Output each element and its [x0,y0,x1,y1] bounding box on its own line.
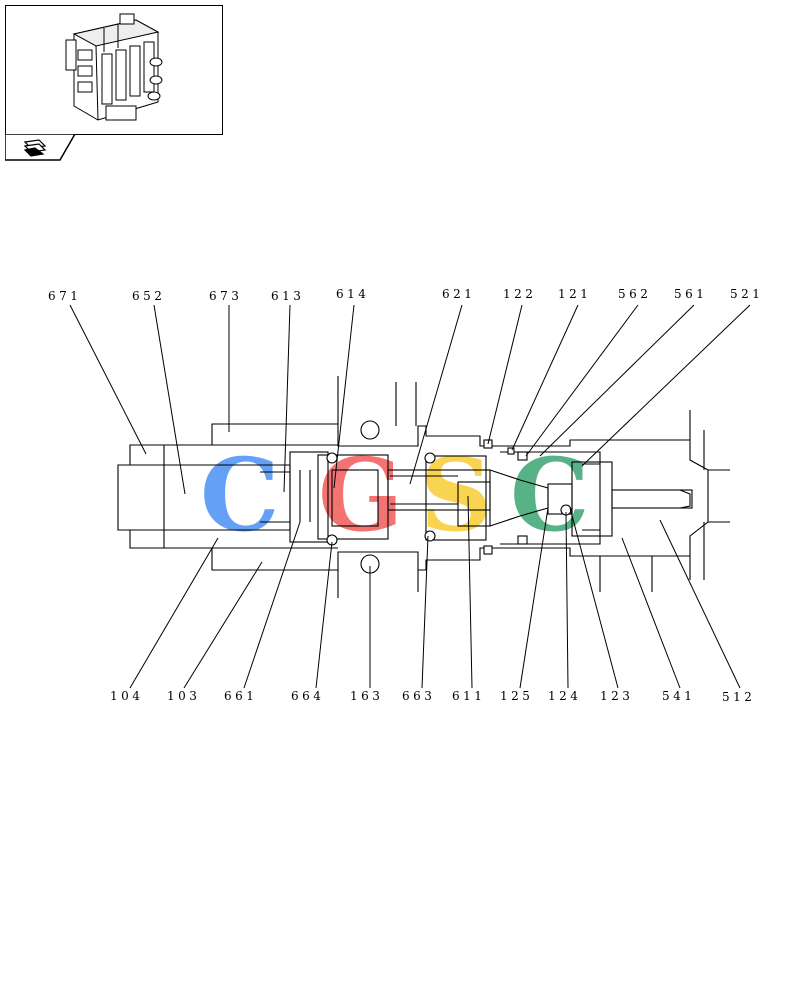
part-label: 673 [209,289,242,303]
part-label: 103 [167,689,200,703]
part-labels-bottom: 104 103 661 664 163 663 611 125 124 123 … [110,689,755,704]
part-label: 614 [336,287,369,301]
part-label: 611 [452,689,485,703]
part-label: 562 [618,287,651,301]
part-label: 541 [662,689,695,703]
part-label: 561 [674,287,707,301]
part-label: 121 [558,287,591,301]
part-label: 652 [132,289,165,303]
part-label: 664 [291,689,324,703]
book-pages-icon[interactable] [5,134,77,162]
part-label: 104 [110,689,143,703]
part-labels-top: 671 652 673 613 614 621 122 121 562 561 … [48,287,763,303]
part-label: 122 [503,287,536,301]
part-label: 661 [224,689,257,703]
part-label: 125 [500,689,533,703]
assembly-thumbnail-frame [5,5,223,135]
part-label: 521 [730,287,763,301]
part-label: 163 [350,689,383,703]
part-label: 123 [600,689,633,703]
part-label: 663 [402,689,435,703]
part-label: 671 [48,289,81,303]
part-label: 613 [271,289,304,303]
part-label: 124 [548,689,581,703]
watermark-letter-1: C [200,436,280,554]
part-label: 512 [722,690,755,704]
leader-lines [69,304,751,689]
valve-assembly-thumbnail-icon [65,13,163,121]
valve-body [117,376,730,598]
part-label: 621 [442,287,475,301]
watermark: C G S C [200,436,590,554]
